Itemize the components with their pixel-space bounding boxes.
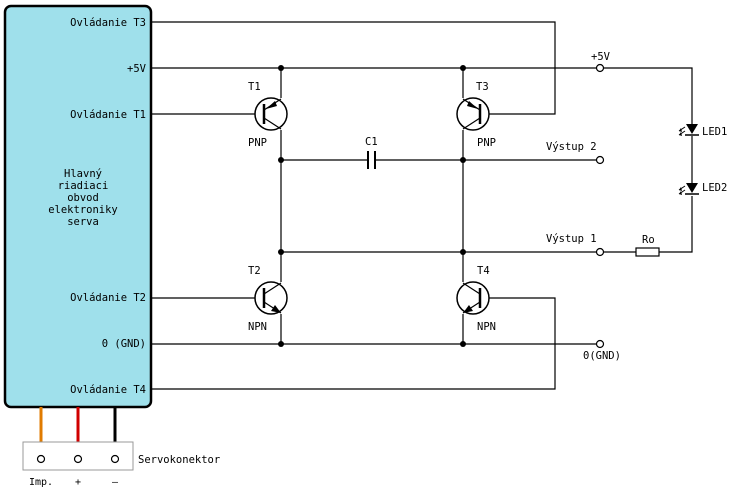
junction-dot bbox=[278, 249, 284, 255]
terminal-gnd bbox=[595, 339, 605, 349]
terminal-out2-label: Výstup 2 bbox=[546, 141, 597, 153]
terminal-out2 bbox=[595, 155, 605, 165]
transistor-t4-body bbox=[456, 281, 490, 315]
terminal-out1 bbox=[595, 247, 605, 257]
transistor-t1-arrow bbox=[266, 101, 277, 109]
output-terminals: +5V Výstup 2 Výstup 1 0(GND) bbox=[546, 51, 621, 362]
transistor-t3-type: PNP bbox=[477, 137, 496, 149]
terminal-vcc-label: +5V bbox=[591, 51, 611, 63]
terminal-gnd-label: 0(GND) bbox=[583, 350, 621, 362]
transistor-t1-body bbox=[254, 97, 288, 131]
pin-label-ovladanie-t3: Ovládanie T3 bbox=[70, 17, 146, 29]
led-2: LED2 bbox=[678, 182, 727, 195]
junction-dot bbox=[460, 249, 466, 255]
transistor-t2-name: T2 bbox=[248, 265, 261, 277]
transistor-t3-name: T3 bbox=[476, 81, 489, 93]
transistor-t4-name: T4 bbox=[477, 265, 490, 277]
led-1: LED1 bbox=[678, 124, 727, 138]
resistor-ro: Ro bbox=[635, 234, 660, 257]
pin-label-ovladanie-t1: Ovládanie T1 bbox=[70, 109, 146, 121]
pin-label-vcc: +5V bbox=[127, 63, 147, 75]
terminal-vcc bbox=[595, 63, 605, 73]
wires bbox=[151, 21, 693, 390]
connector-pin-imp bbox=[36, 454, 46, 464]
capacitor-c1: C1 bbox=[365, 136, 378, 169]
junction-dots bbox=[278, 65, 466, 347]
control-module: Hlavný riadiaci obvod elektroniky serva … bbox=[3, 4, 153, 409]
connector-pin-minus bbox=[110, 454, 120, 464]
led-2-ray-arrow bbox=[679, 191, 682, 195]
junction-dot bbox=[460, 157, 466, 163]
module-title-line-5: serva bbox=[67, 216, 99, 228]
junction-dot bbox=[278, 157, 284, 163]
pin-label-ovladanie-t4: Ovládanie T4 bbox=[70, 384, 146, 396]
pin-label-gnd: 0 (GND) bbox=[102, 338, 146, 350]
transistor-t2-arrow bbox=[271, 305, 281, 313]
module-title-line-4: elektroniky bbox=[48, 204, 118, 216]
led-1-triangle bbox=[686, 124, 698, 134]
led-2-ray-arrow bbox=[679, 187, 682, 191]
module-title-line-1: Hlavný bbox=[64, 168, 102, 180]
transistor-t1-collector-leg bbox=[263, 117, 282, 130]
transistor-t1-type: PNP bbox=[248, 137, 267, 149]
transistor-t2-type: NPN bbox=[248, 321, 267, 333]
transistor-t3-collector-leg bbox=[462, 117, 481, 130]
wire-vcc-to-led bbox=[604, 67, 693, 124]
module-title-line-3: obvod bbox=[67, 192, 99, 204]
led-1-label: LED1 bbox=[702, 126, 727, 138]
transistor-t2-body bbox=[254, 281, 288, 315]
servo-connector: Servokonektor Imp. + – bbox=[22, 407, 220, 488]
resistor-ro-label: Ro bbox=[642, 234, 655, 246]
connector-label: Servokonektor bbox=[138, 454, 220, 466]
wire-ro-to-led bbox=[659, 196, 693, 253]
transistor-t1: T1 PNP bbox=[248, 81, 288, 149]
junction-dot bbox=[278, 65, 284, 71]
terminal-out1-label: Výstup 1 bbox=[546, 233, 597, 245]
transistor-t4: T4 NPN bbox=[456, 265, 496, 333]
transistor-t2-collector-leg bbox=[263, 282, 282, 295]
capacitor-c1-label: C1 bbox=[365, 136, 378, 148]
junction-dot bbox=[460, 341, 466, 347]
transistor-t3-body bbox=[456, 97, 490, 131]
transistor-t4-type: NPN bbox=[477, 321, 496, 333]
connector-pin-label-plus: + bbox=[75, 477, 81, 488]
resistor-ro-body bbox=[635, 247, 660, 257]
connector-pin-plus bbox=[73, 454, 83, 464]
module-title-line-2: riadiaci bbox=[58, 180, 109, 192]
pin-label-ovladanie-t2: Ovládanie T2 bbox=[70, 292, 146, 304]
led-1-ray-arrow bbox=[679, 128, 682, 132]
transistor-t1-name: T1 bbox=[248, 81, 261, 93]
connector-pin-label-imp: Imp. bbox=[29, 477, 53, 488]
transistor-t4-collector-leg bbox=[462, 282, 481, 295]
led-1-ray-arrow bbox=[679, 132, 682, 136]
transistor-t3: T3 PNP bbox=[456, 81, 496, 149]
transistor-t3-arrow bbox=[467, 101, 478, 109]
transistor-t2: T2 NPN bbox=[248, 265, 288, 333]
junction-dot bbox=[278, 341, 284, 347]
led-2-triangle bbox=[686, 183, 698, 193]
junction-dot bbox=[460, 65, 466, 71]
transistor-t4-arrow bbox=[463, 305, 473, 313]
led-2-label: LED2 bbox=[702, 182, 727, 194]
connector-pin-label-minus: – bbox=[112, 477, 119, 488]
